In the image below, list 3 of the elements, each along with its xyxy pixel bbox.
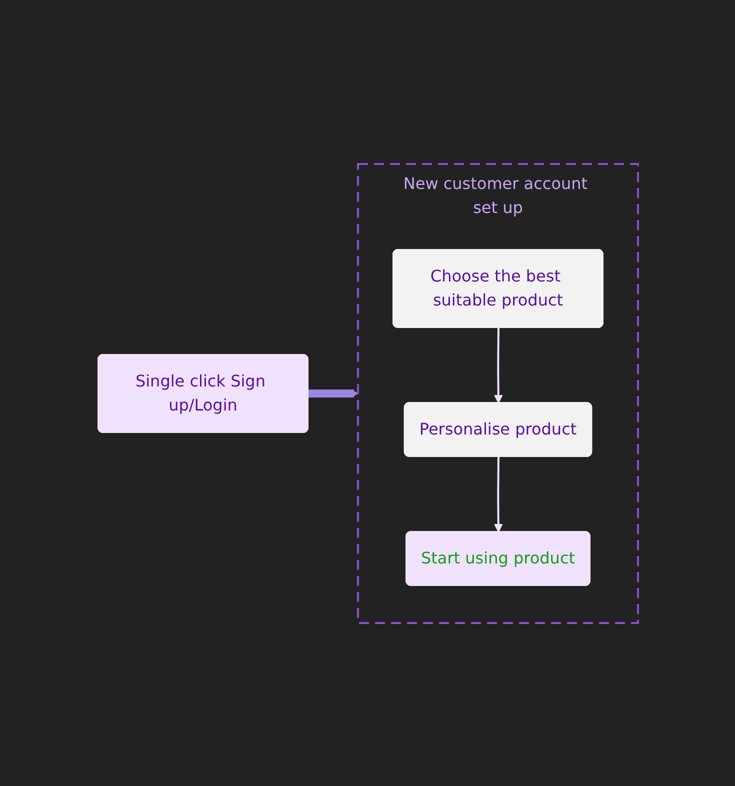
arrow [494, 456, 502, 532]
arrow [308, 388, 358, 398]
arrow [494, 327, 502, 403]
